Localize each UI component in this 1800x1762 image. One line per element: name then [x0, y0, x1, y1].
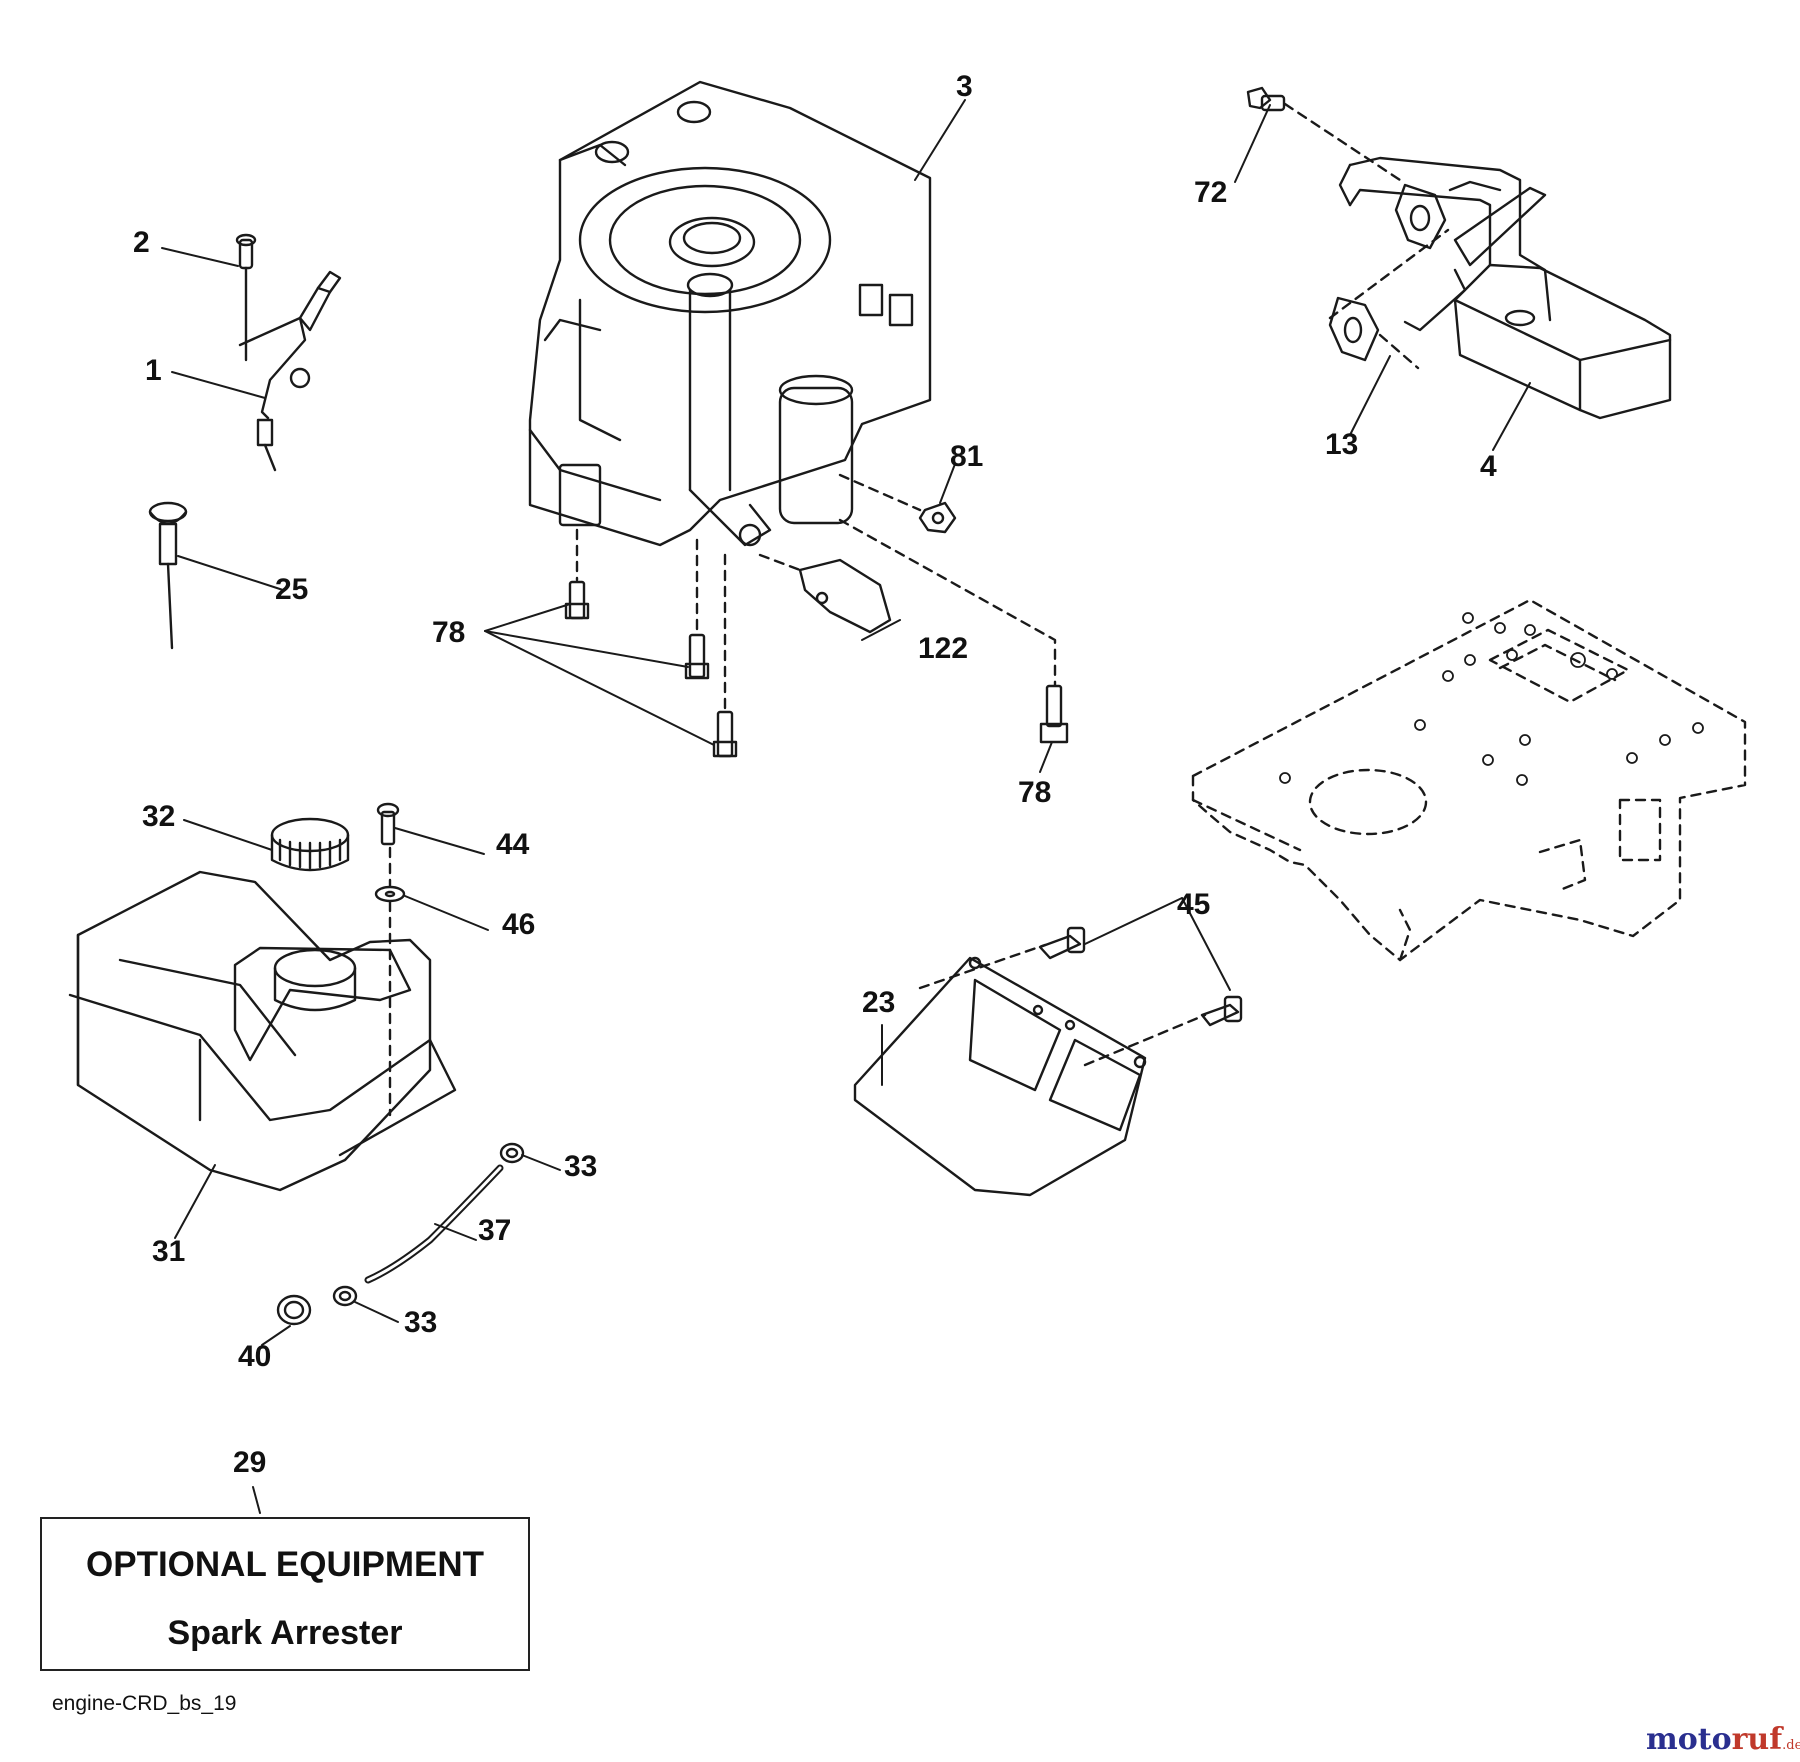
heat-shield	[853, 956, 1147, 1197]
tank-screw	[376, 802, 400, 846]
callout-44: 44	[496, 828, 530, 861]
callout-33-upper: 33	[564, 1150, 598, 1183]
callout-33-lower: 33	[404, 1306, 438, 1339]
watermark-tld: .de	[1782, 1738, 1800, 1753]
callout-40: 40	[238, 1340, 272, 1373]
fuel-cap	[270, 817, 350, 872]
exhaust-gasket-upper	[1394, 183, 1447, 250]
watermark-part1: moto	[1646, 1722, 1732, 1757]
exhaust-assembly-lines	[1283, 102, 1450, 370]
muffler	[1338, 156, 1672, 420]
callout-78-left: 78	[432, 616, 466, 649]
callout-13: 13	[1325, 428, 1359, 461]
fuel-tank	[68, 870, 457, 1192]
choke-cable	[148, 501, 188, 650]
callout-25: 25	[275, 573, 309, 606]
callout-4: 4	[1480, 450, 1497, 483]
leader-lines	[161, 99, 1531, 1514]
throttle-control-assembly	[235, 233, 342, 472]
optional-equipment-box: OPTIONAL EQUIPMENT Spark Arrester	[40, 1517, 530, 1671]
exhaust-gasket-lower	[1328, 296, 1380, 362]
callout-81: 81	[950, 440, 984, 473]
nut	[918, 501, 957, 534]
callout-23: 23	[862, 986, 896, 1019]
hose-clamp-upper	[499, 1142, 525, 1164]
callout-46: 46	[502, 908, 536, 941]
callout-3: 3	[956, 70, 973, 103]
engine-assembly-lines	[575, 473, 1057, 712]
callout-2: 2	[133, 226, 150, 259]
optional-equipment-subtitle: Spark Arrester	[167, 1614, 403, 1652]
callout-122: 122	[918, 632, 969, 665]
callout-32: 32	[142, 800, 176, 833]
exhaust-bolt	[1246, 86, 1286, 112]
callout-1: 1	[145, 354, 162, 387]
fuel-line	[364, 1164, 504, 1284]
callout-31: 31	[152, 1235, 186, 1268]
heat-shield-assembly-lines	[918, 943, 1207, 1067]
tractor-frame	[1191, 598, 1747, 962]
watermark-part2: ruf	[1731, 1722, 1783, 1757]
tank-washer	[374, 885, 406, 903]
callout-29: 29	[233, 1446, 267, 1479]
engine	[528, 80, 932, 547]
watermark-logo: motoruf.de	[1646, 1722, 1800, 1757]
callout-37: 37	[478, 1214, 512, 1247]
fuel-filter	[276, 1294, 312, 1326]
optional-equipment-title: OPTIONAL EQUIPMENT	[86, 1545, 484, 1584]
muffler-guard	[798, 558, 892, 634]
drawing-id: engine-CRD_bs_19	[52, 1692, 237, 1715]
callout-78-right: 78	[1018, 776, 1052, 809]
callout-72: 72	[1194, 176, 1228, 209]
callout-45: 45	[1177, 888, 1211, 921]
frame-holes	[1279, 612, 1704, 786]
engine-bolts	[564, 580, 1069, 758]
heat-shield-screws	[1038, 926, 1243, 1027]
hose-clamp-lower	[332, 1285, 358, 1307]
